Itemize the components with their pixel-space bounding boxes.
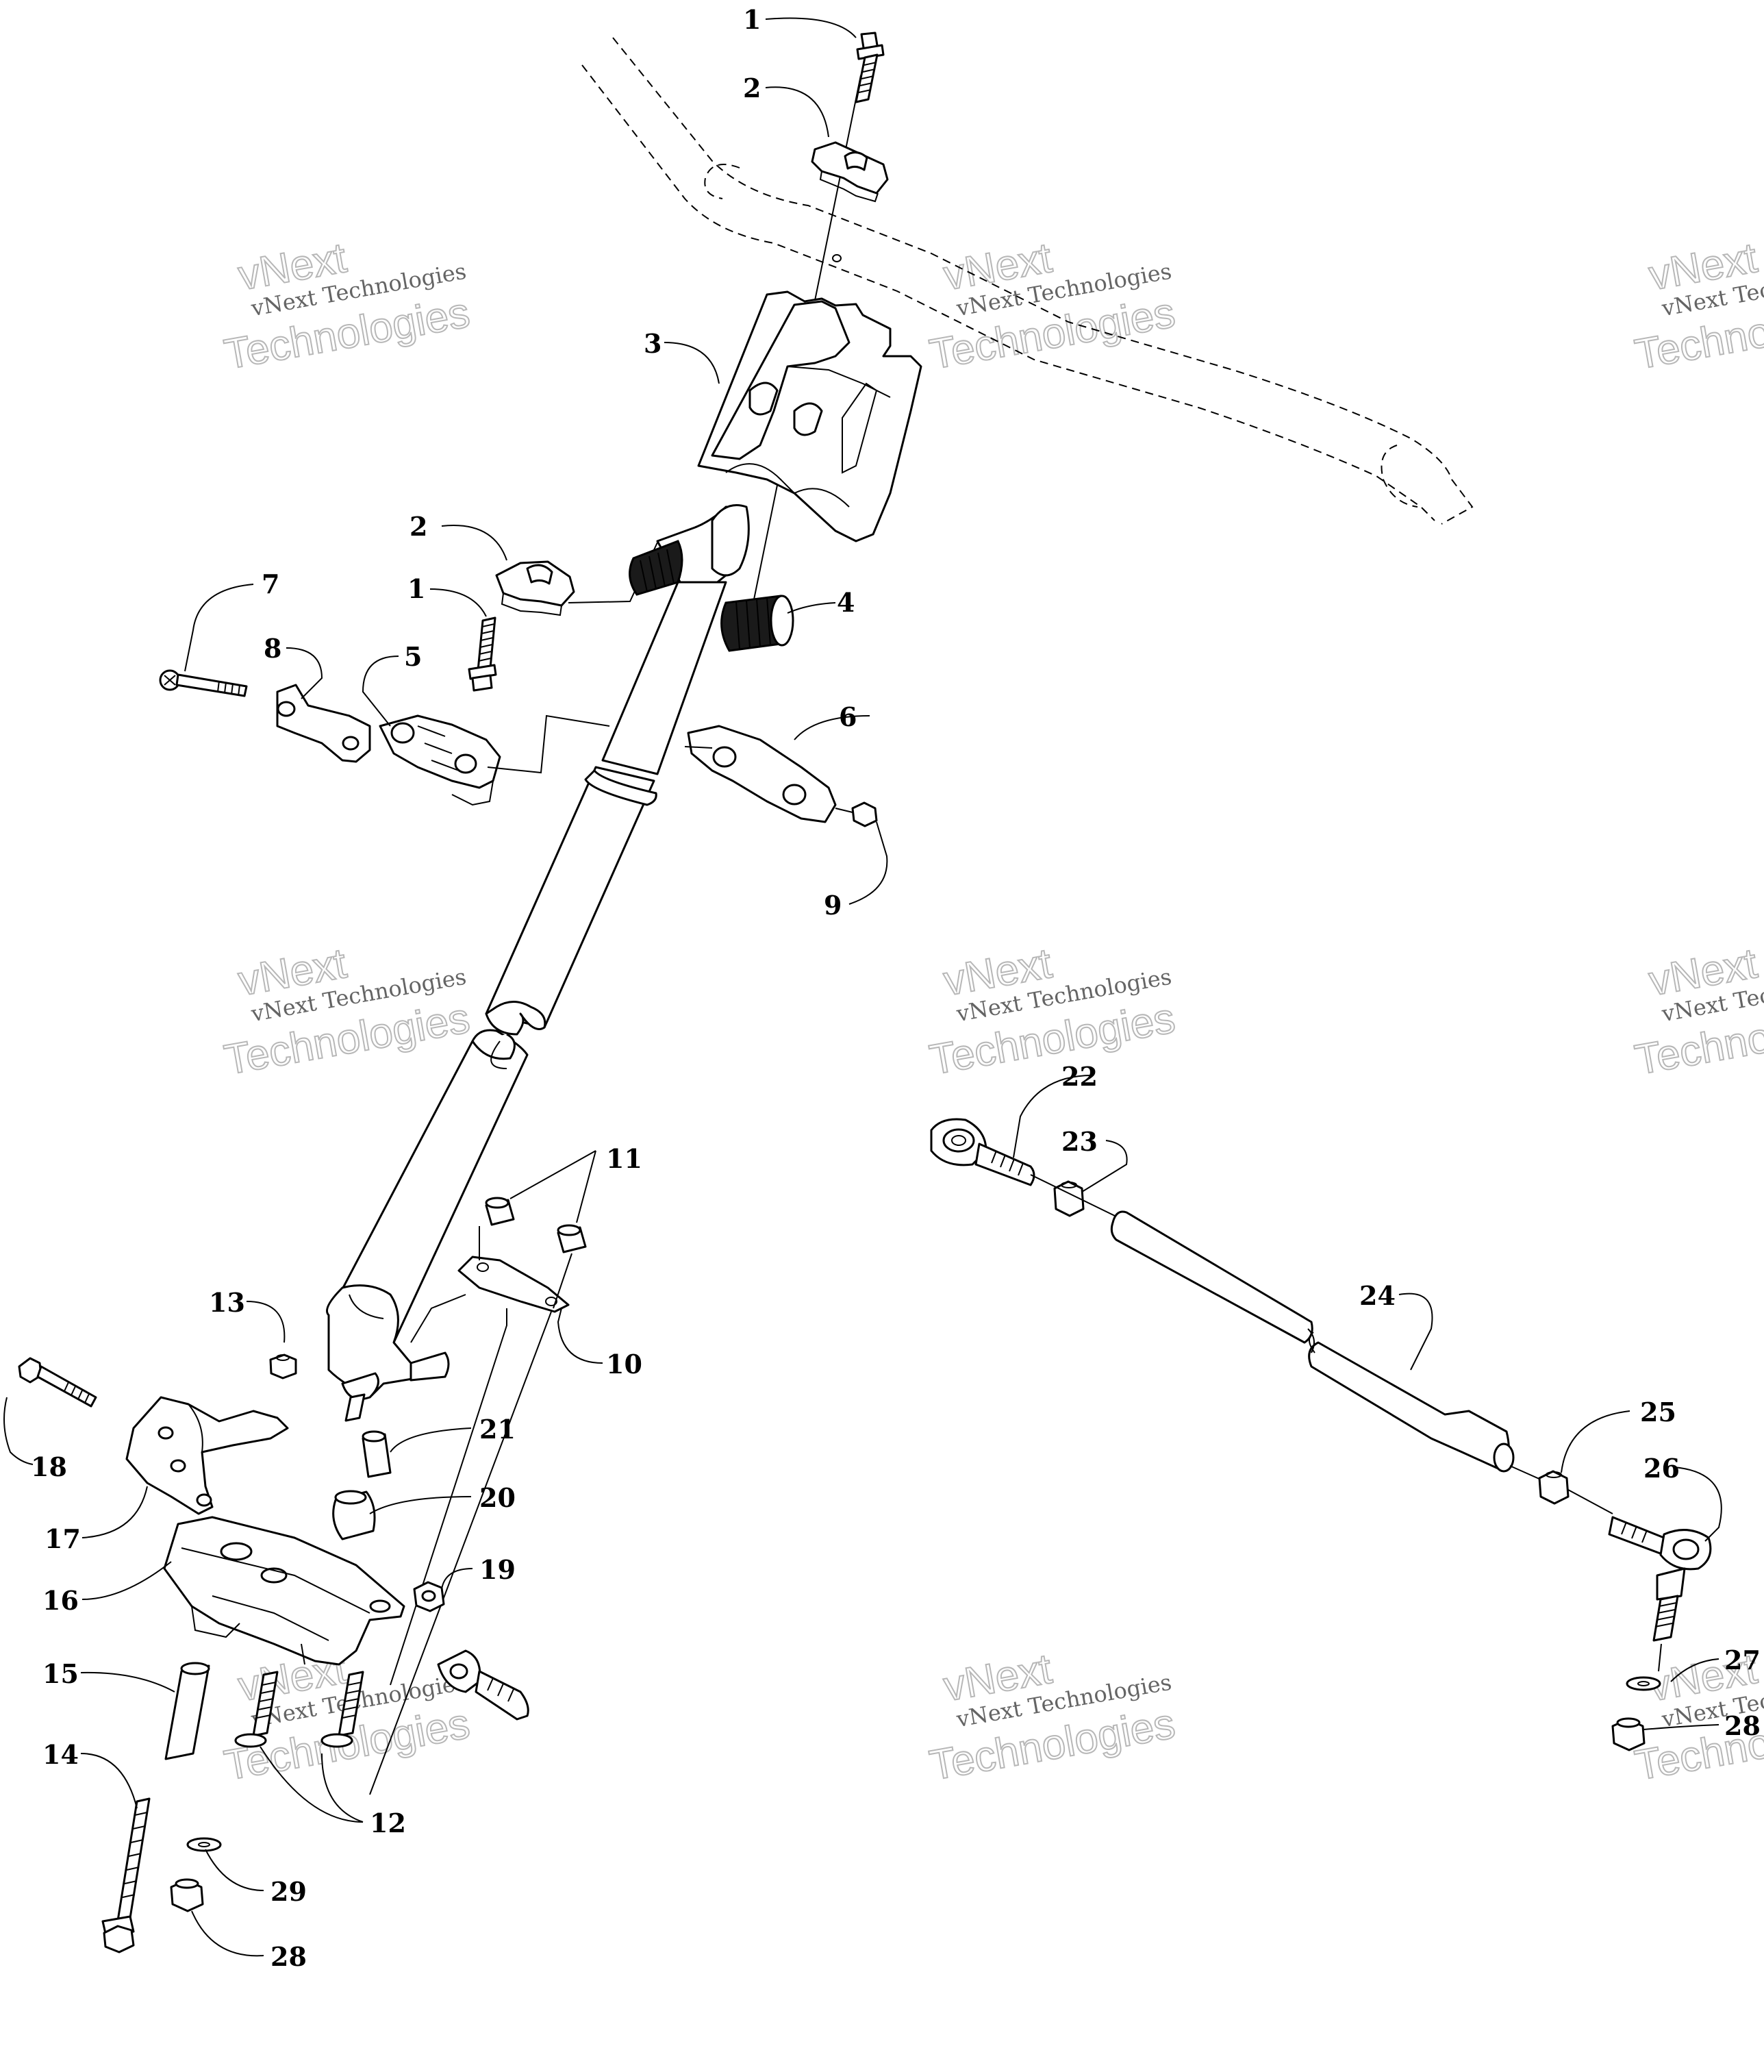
tie-rod-end-part-22: [930, 1118, 1035, 1186]
callout-27: 27: [1724, 1645, 1761, 1675]
assembly-path-line: [487, 714, 610, 774]
clamp-part-6: [684, 725, 837, 823]
callout-17: 17: [45, 1523, 81, 1554]
callout-12: 12: [370, 1808, 406, 1838]
clamp-part-2-lower: [495, 560, 575, 616]
clamp-part-2-top: [811, 141, 889, 203]
tube-collar: [584, 769, 657, 806]
washer-part-27: [1626, 1676, 1661, 1691]
spacer-part-11: [485, 1197, 515, 1226]
callout-29: 29: [270, 1876, 307, 1907]
callout-22: 22: [1061, 1061, 1098, 1092]
sleeve-part-15: [164, 1662, 210, 1760]
watermark: vNext vNext Technologies Technologies: [926, 234, 1179, 379]
watermark-group: vNext vNext Technologies Technologies vN…: [220, 234, 1764, 1790]
callout-5: 5: [404, 641, 422, 672]
bracket-slot: [793, 402, 823, 436]
bushing-part-20: [332, 1490, 376, 1540]
callout-14: 14: [42, 1739, 79, 1770]
watermark: vNext vNext Technologies Technologies: [926, 1645, 1179, 1790]
spacer-part-11: [557, 1224, 587, 1253]
washer-part-29: [186, 1837, 222, 1852]
callout-2: 2: [410, 511, 427, 542]
screw-part-7: [159, 669, 248, 697]
bracket-plate-part-8: [276, 684, 371, 763]
callout-7: 7: [262, 569, 279, 599]
jam-nut-part-25: [1538, 1470, 1613, 1514]
callout-28: 28: [1724, 1710, 1761, 1741]
bolt-part-12: [234, 1671, 279, 1748]
callout-2: 2: [743, 73, 761, 103]
callout-1: 1: [743, 4, 761, 35]
bolt-part-18: [18, 1357, 97, 1408]
nut-part-28-left: [170, 1878, 204, 1912]
callout-13: 13: [209, 1287, 245, 1318]
callout-3: 3: [644, 328, 662, 359]
tie-rod-part-24: [1030, 1174, 1541, 1480]
callout-11: 11: [606, 1143, 642, 1174]
callout-24: 24: [1359, 1280, 1396, 1311]
handlebar-outline: [581, 37, 1474, 525]
tie-rod-end-part-26: [1608, 1516, 1712, 1672]
nut-part-19: [413, 1581, 445, 1612]
callout-9: 9: [824, 890, 842, 921]
tie-rod-end-lower: [437, 1649, 529, 1721]
callout-20: 20: [479, 1482, 516, 1513]
callout-23: 23: [1061, 1126, 1098, 1157]
watermark: vNext vNext Technologies Technologies: [220, 939, 474, 1085]
callout-1: 1: [407, 573, 425, 604]
bolt-part-1-lower: [468, 616, 497, 692]
leader-lines: [3, 17, 1722, 1957]
spacer-part-21: [362, 1430, 392, 1478]
watermark: vNext vNext Technologies Technologies: [926, 939, 1179, 1085]
callout-4: 4: [837, 587, 855, 618]
bolt-hole-icon: [832, 254, 842, 262]
base-bracket-part-16: [163, 1516, 405, 1666]
callout-28: 28: [270, 1941, 307, 1972]
callout-8: 8: [264, 633, 281, 664]
nut-part-28-right: [1611, 1717, 1646, 1751]
callout-18: 18: [31, 1451, 67, 1482]
callout-25: 25: [1640, 1397, 1676, 1427]
callout-21: 21: [479, 1414, 516, 1445]
plate-part-10: [369, 1226, 572, 1795]
watermark: vNext vNext Technologies Technologies: [220, 234, 474, 379]
nut-part-9: [835, 801, 878, 827]
callout-26: 26: [1643, 1453, 1680, 1484]
steering-post-top-part-4: [629, 504, 794, 652]
steering-tube-upper: [485, 581, 727, 1036]
callout-labels: 1 2 3 2 1 4 7 8 5 6 9 11 10 13 18 17 21 …: [31, 4, 1761, 1972]
bolt-part-12: [320, 1671, 364, 1748]
post-clamp-part-5: [379, 714, 501, 806]
bracket-slot: [748, 382, 779, 416]
watermark: vNext vNext Technologies Technologies: [1631, 234, 1764, 379]
callout-19: 19: [479, 1554, 516, 1585]
callout-16: 16: [42, 1585, 79, 1616]
bracket-part-17: [125, 1396, 289, 1515]
bolt-part-14: [101, 1797, 151, 1954]
handlebar-bracket-part-3: [697, 290, 922, 542]
nut-part-13: [269, 1353, 297, 1380]
steering-tube-lower: [326, 1029, 529, 1422]
bolt-part-1-top: [855, 32, 885, 103]
callout-6: 6: [839, 701, 857, 732]
callout-15: 15: [42, 1658, 79, 1689]
watermark: vNext vNext Technologies Technologies: [1631, 939, 1764, 1085]
callout-10: 10: [606, 1349, 642, 1380]
